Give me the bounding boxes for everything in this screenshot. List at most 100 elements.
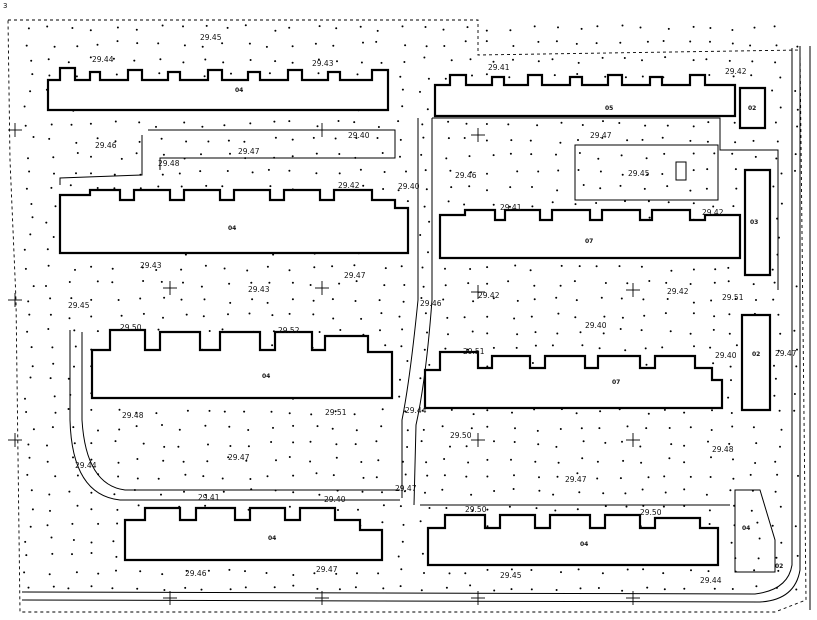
tree-dot <box>199 170 202 173</box>
tree-dot <box>335 27 338 30</box>
tree-dot <box>382 587 385 590</box>
tree-dot <box>670 269 673 272</box>
tree-dot <box>229 445 232 447</box>
tree-dot <box>533 298 536 301</box>
tree-dot <box>46 25 49 28</box>
tree-dot <box>714 268 717 271</box>
elevation-label: 29.47 <box>395 484 417 493</box>
tree-dot <box>577 169 580 171</box>
tree-dot <box>536 124 539 127</box>
tree-dot <box>138 121 141 124</box>
tree-dot <box>155 269 158 271</box>
tree-dot <box>512 58 514 61</box>
tree-dot <box>421 409 424 412</box>
parking-lot <box>574 144 719 201</box>
tree-dot <box>50 186 53 189</box>
tree-dot <box>600 296 603 299</box>
tree-dot <box>485 139 488 142</box>
tree-dot <box>404 473 407 476</box>
tree-dot <box>467 282 470 285</box>
tree-dot <box>201 125 204 128</box>
elevation-label: 29.48 <box>712 445 734 454</box>
tree-dot <box>361 490 364 493</box>
tree-dot <box>397 189 400 192</box>
tree-dot <box>48 493 51 496</box>
tree-dot <box>427 77 430 80</box>
tree-dot <box>332 317 335 320</box>
tree-dot <box>486 189 488 192</box>
tree-dot <box>773 25 776 28</box>
tree-dot <box>114 440 117 443</box>
tree-dot <box>599 187 602 190</box>
tree-dot <box>555 445 558 448</box>
tree-dot <box>251 298 254 301</box>
tree-dot <box>727 396 730 399</box>
tree-dot <box>712 328 715 331</box>
tree-dot <box>338 282 341 285</box>
tree-dot <box>51 346 54 349</box>
tree-dot <box>537 443 540 446</box>
tree-dot <box>378 299 381 302</box>
tree-dot <box>643 187 646 190</box>
tree-dot <box>604 505 607 508</box>
tree-dot <box>574 203 577 206</box>
tree-dot <box>645 363 648 366</box>
tree-dot <box>32 285 35 288</box>
building-number: 04 <box>580 541 588 548</box>
tree-dot <box>227 139 230 142</box>
tree-dot <box>406 429 409 432</box>
elevation-label: 29.47 <box>565 475 587 484</box>
tree-dot <box>575 299 578 302</box>
tree-dot <box>384 344 387 347</box>
tree-dot <box>178 428 181 431</box>
tree-dot <box>713 315 716 318</box>
tree-dot <box>424 312 427 315</box>
elevation-label: 29.46 <box>95 141 117 150</box>
tree-dot <box>706 140 709 143</box>
tree-dot <box>309 440 312 443</box>
tree-dot <box>705 493 708 496</box>
tree-dot <box>578 491 581 494</box>
tree-dot <box>362 476 365 479</box>
tree-dot <box>380 312 383 315</box>
tree-dot <box>710 429 713 431</box>
tree-dot <box>397 120 400 123</box>
tree-dot <box>750 74 753 77</box>
elevation-label: 29.45 <box>628 169 650 178</box>
elevation-label: 29.47 <box>775 349 797 358</box>
tree-dot <box>72 456 74 459</box>
tree-dot <box>512 488 515 490</box>
tree-dot <box>204 493 207 496</box>
tree-dot <box>530 588 533 591</box>
road-edge-south <box>21 46 801 603</box>
tree-dot <box>599 410 602 413</box>
tree-dot <box>115 73 118 76</box>
tree-dot <box>730 541 733 544</box>
tree-dot <box>426 474 429 477</box>
tree-dot <box>182 460 185 463</box>
tree-dot <box>29 525 32 528</box>
tree-dot <box>648 216 651 219</box>
tree-dot <box>425 461 428 464</box>
tree-dot <box>552 493 555 496</box>
tree-dot <box>537 170 540 173</box>
tree-dot <box>397 555 400 558</box>
tree-dot <box>664 312 667 315</box>
tree-dot <box>689 283 692 285</box>
tree-dot <box>619 41 622 44</box>
tree-dot <box>513 474 515 477</box>
tree-dot <box>266 301 269 304</box>
tree-dot <box>89 122 92 125</box>
tree-dot <box>360 61 363 64</box>
tree-dot <box>180 298 183 301</box>
tree-dot <box>727 266 730 269</box>
tree-dot <box>666 185 669 188</box>
tree-dot <box>274 29 277 32</box>
tree-dot <box>692 202 695 205</box>
tree-dot <box>639 445 642 448</box>
tree-dot <box>796 125 799 128</box>
tree-dot <box>318 493 321 496</box>
tree-dot <box>664 491 667 494</box>
tree-dot <box>596 25 599 28</box>
tree-dot <box>486 172 488 175</box>
